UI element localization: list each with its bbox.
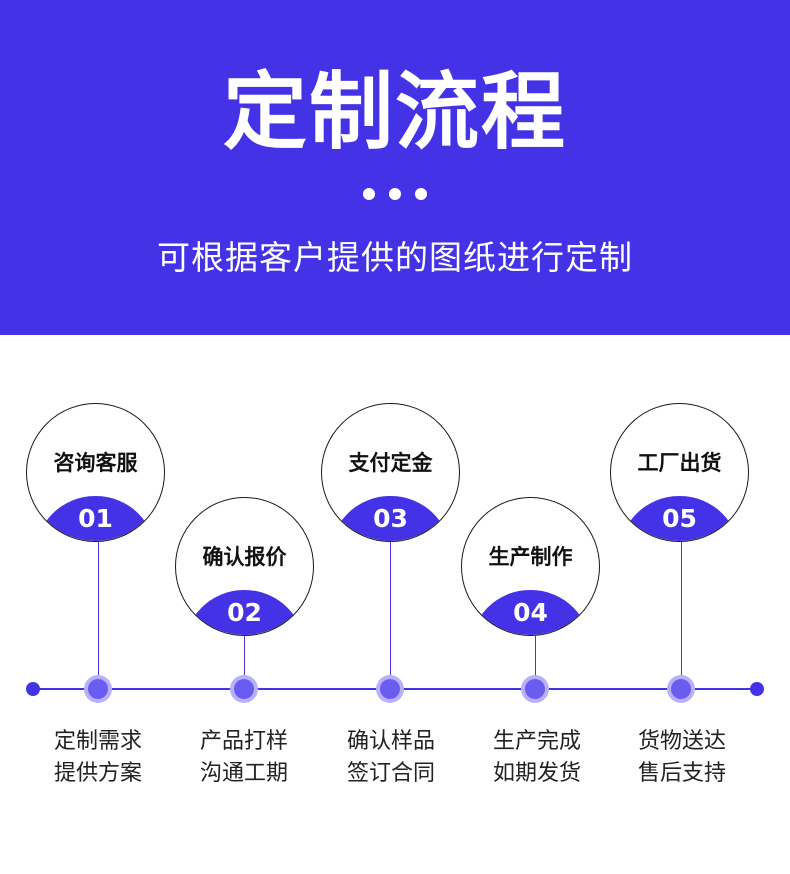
step-label: 生产制作	[488, 545, 573, 569]
step-connector	[681, 542, 682, 688]
page-title: 定制流程	[222, 63, 567, 161]
page-subtitle: 可根据客户提供的图纸进行定制	[157, 238, 633, 277]
step-description-2: 产品打样 沟通工期	[179, 726, 309, 790]
description-line: 如期发货	[492, 761, 581, 786]
step-connector	[244, 636, 245, 688]
step-connector	[98, 542, 99, 688]
decorative-dots	[0, 188, 790, 200]
timeline-node	[671, 679, 691, 699]
header-banner: 定制流程 可根据客户提供的图纸进行定制	[0, 0, 790, 335]
step-circle-2: 确认报价 02	[175, 497, 314, 636]
step-description-3: 确认样品 签订合同	[326, 726, 456, 790]
step-number: 01	[78, 504, 113, 533]
description-line: 提供方案	[53, 761, 142, 786]
step-connector	[390, 542, 391, 688]
description-line: 沟通工期	[199, 761, 288, 786]
timeline-start-dot	[26, 682, 40, 696]
step-label: 支付定金	[348, 451, 433, 475]
step-description-5: 货物送达 售后支持	[617, 726, 747, 790]
timeline-node	[88, 679, 108, 699]
dot-icon	[363, 188, 375, 200]
step-circle-3: 支付定金 03	[321, 403, 460, 542]
step-description-4: 生产完成 如期发货	[472, 726, 602, 790]
step-connector	[535, 636, 536, 688]
description-line: 货物送达	[637, 729, 726, 754]
description-line: 生产完成	[492, 729, 581, 754]
timeline-end-dot	[750, 682, 764, 696]
step-number: 04	[513, 598, 548, 627]
step-circle-1: 咨询客服 01	[26, 403, 165, 542]
step-circle-4: 生产制作 04	[461, 497, 600, 636]
step-number: 05	[662, 504, 697, 533]
description-line: 产品打样	[199, 729, 288, 754]
dot-icon	[415, 188, 427, 200]
timeline-node	[234, 679, 254, 699]
step-label: 咨询客服	[53, 451, 138, 475]
timeline-node	[525, 679, 545, 699]
description-line: 定制需求	[53, 729, 142, 754]
dot-icon	[389, 188, 401, 200]
step-number: 02	[227, 598, 262, 627]
description-line: 签订合同	[346, 761, 435, 786]
step-circle-5: 工厂出货 05	[610, 403, 749, 542]
step-label: 工厂出货	[637, 451, 722, 475]
description-line: 确认样品	[346, 729, 435, 754]
step-label: 确认报价	[202, 545, 287, 569]
description-line: 售后支持	[637, 761, 726, 786]
step-number: 03	[373, 504, 408, 533]
timeline-node	[380, 679, 400, 699]
step-description-1: 定制需求 提供方案	[33, 726, 163, 790]
